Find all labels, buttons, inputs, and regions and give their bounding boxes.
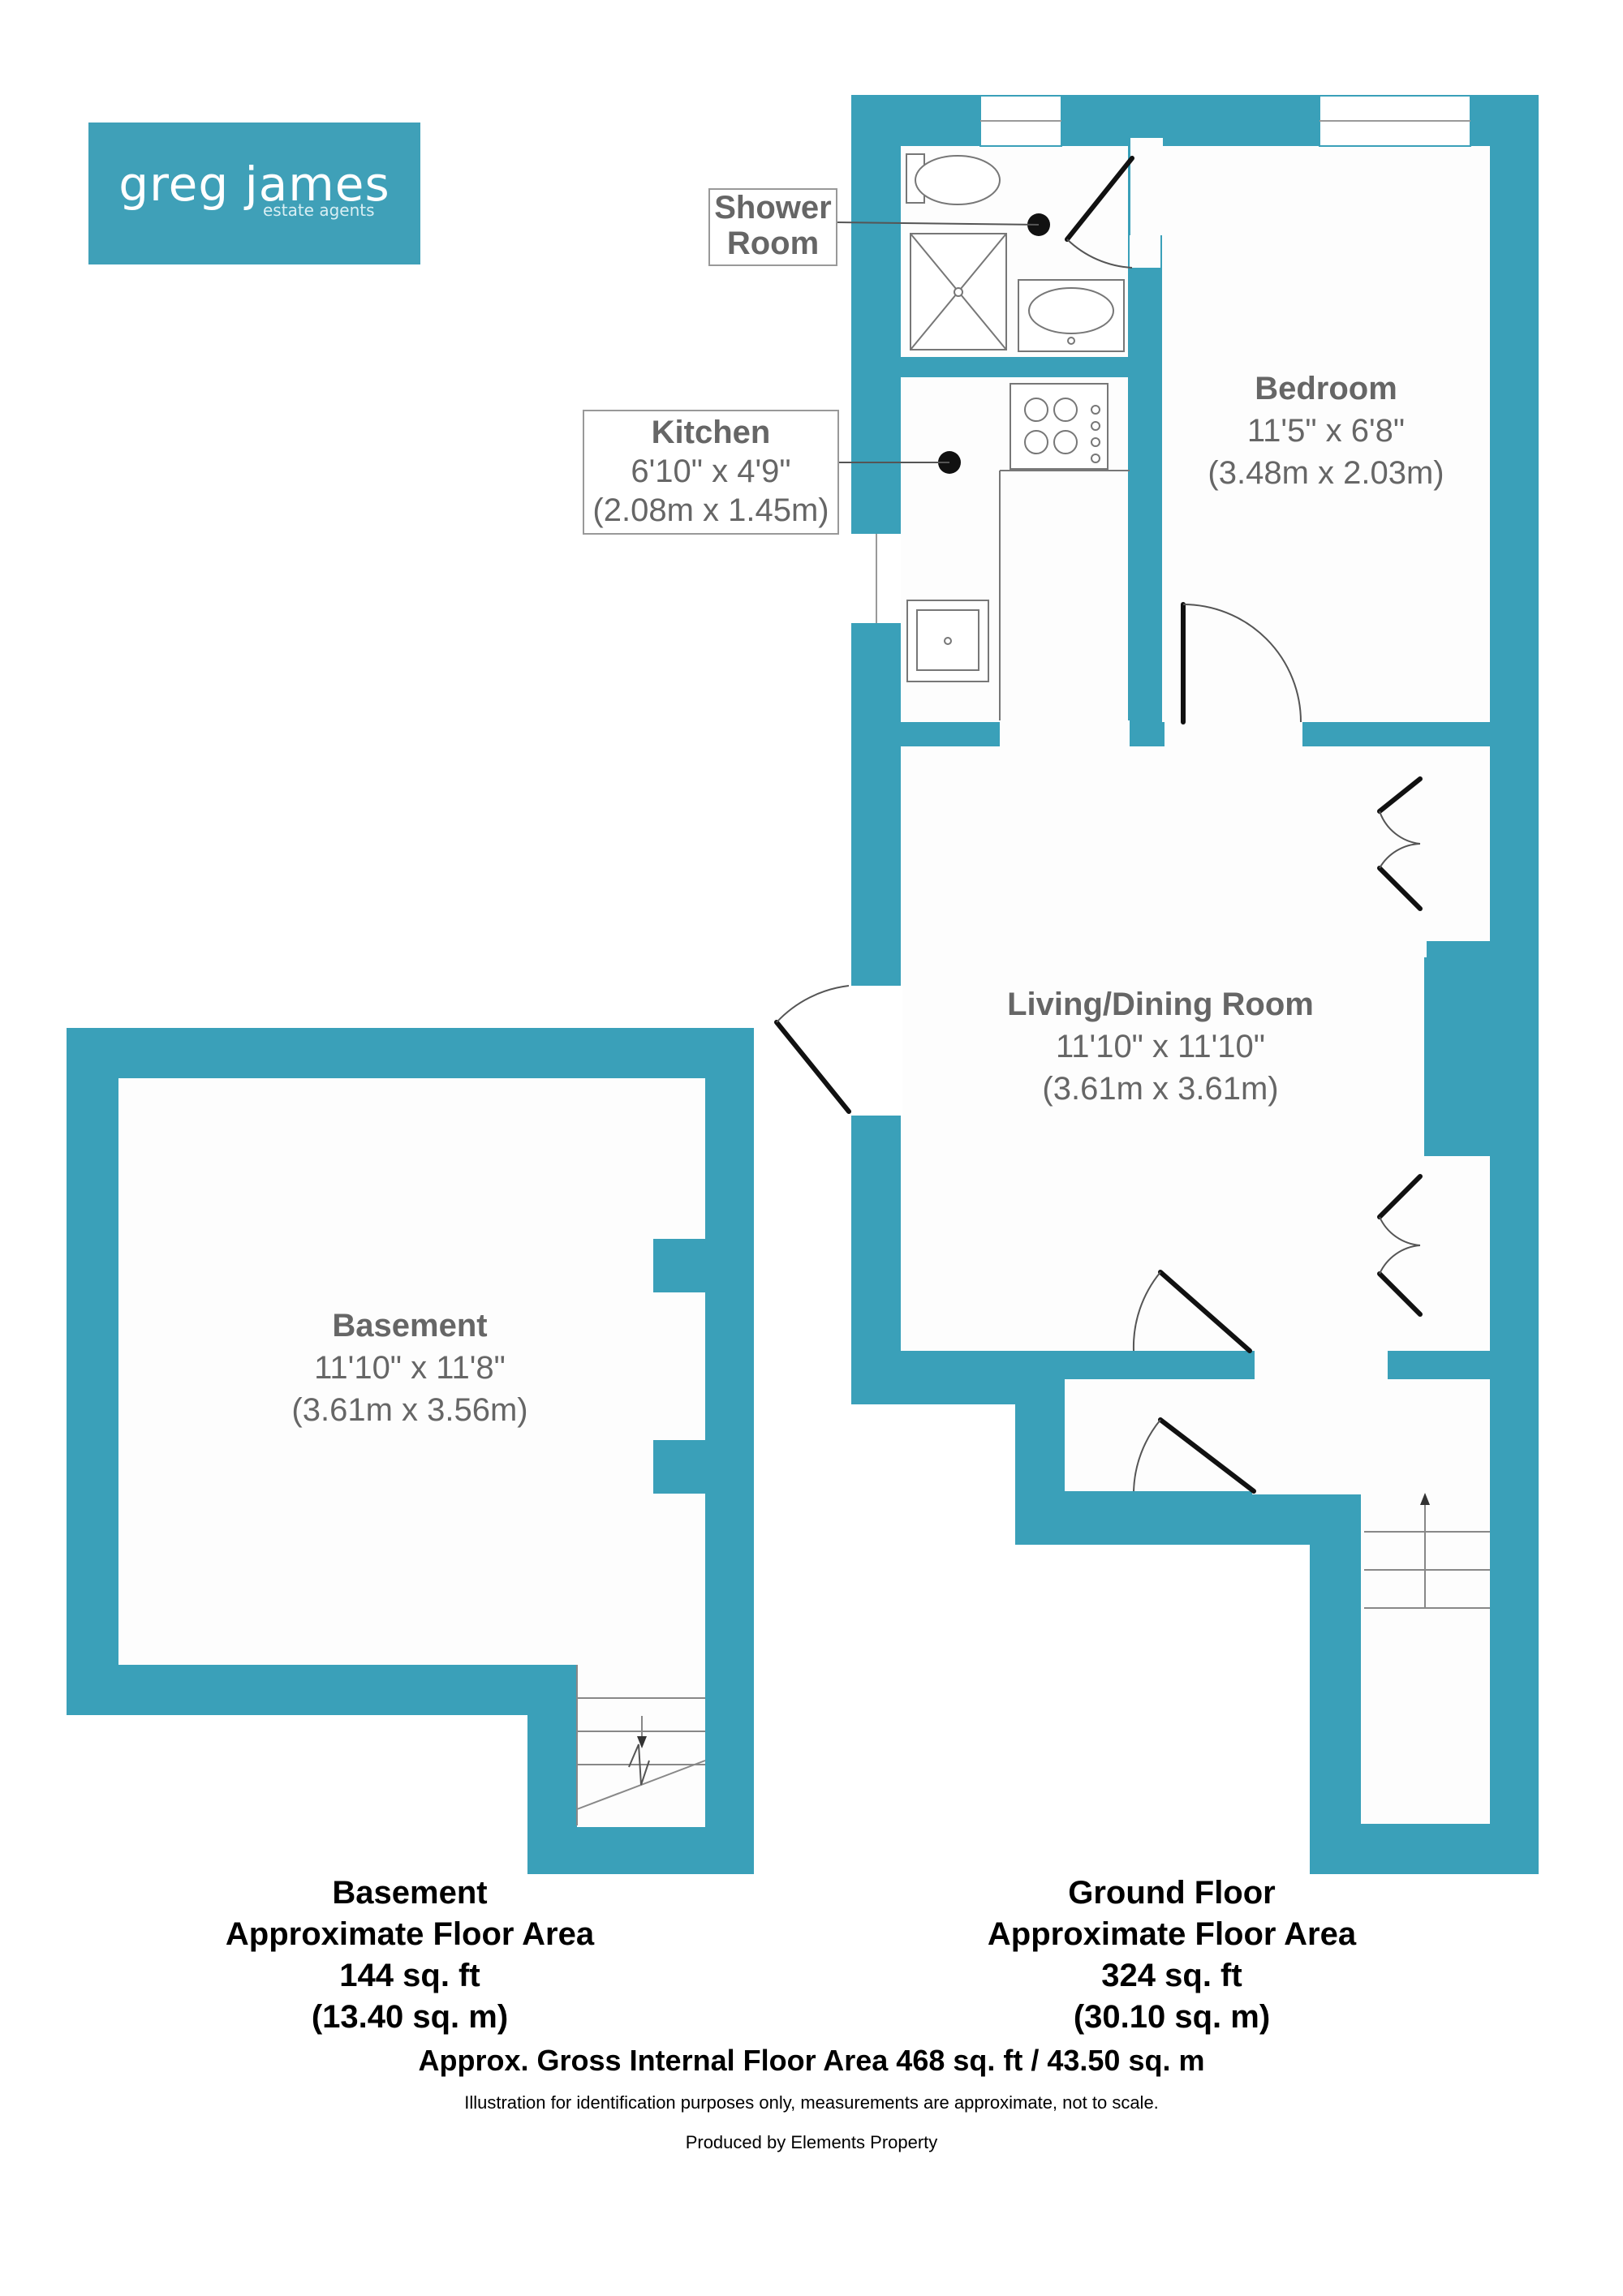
bedroom-dim-metric: (3.48m x 2.03m) <box>1208 455 1444 491</box>
kitchen-dim-metric: (2.08m x 1.45m) <box>592 492 829 528</box>
gross-area: Approx. Gross Internal Floor Area 468 sq… <box>418 2044 1205 2077</box>
ground-floor-plan <box>774 95 1539 1874</box>
bedroom-label: Bedroom 11'5" x 6'8" (3.48m x 2.03m) <box>1162 368 1490 494</box>
basement-stairs <box>576 1665 706 1825</box>
bedroom-floor <box>1162 146 1490 722</box>
living-room-name: Living/Dining Room <box>1007 987 1314 1022</box>
basement-summary-sqm: (13.40 sq. m) <box>311 1999 509 2035</box>
ground-summary-sqm: (30.10 sq. m) <box>1073 1999 1271 2035</box>
basement-summary-sqft: 144 sq. ft <box>339 1958 480 1993</box>
kitchen-name: Kitchen <box>651 415 771 450</box>
kitchen-sink-fixture <box>906 600 989 682</box>
basement-summary-floor: Basement <box>332 1875 488 1911</box>
shower-room-callout: Shower Room <box>708 188 837 266</box>
hob-fixture <box>1010 383 1109 470</box>
bedroom-name: Bedroom <box>1255 371 1397 406</box>
ground-summary-label: Approximate Floor Area <box>987 1916 1357 1952</box>
shower-room-name-line1: Shower <box>714 190 832 226</box>
logo-name: greg james <box>118 157 390 212</box>
basin-fixture <box>1018 279 1125 352</box>
agency-logo[interactable]: greg james estate agents <box>88 123 420 264</box>
ground-summary-sqft: 324 sq. ft <box>1101 1958 1242 1993</box>
ground-floor-stairs <box>1364 1497 1490 1609</box>
logo-tagline: estate agents <box>263 200 375 220</box>
living-room-dim-imperial: 11'10" x 11'10" <box>1056 1029 1265 1064</box>
living-room-label: Living/Dining Room 11'10" x 11'10" (3.61… <box>941 983 1380 1110</box>
living-room-dim-metric: (3.61m x 3.61m) <box>1042 1071 1279 1107</box>
shower-tray <box>910 233 1007 350</box>
kitchen-dim-imperial: 6'10" x 4'9" <box>631 454 791 489</box>
hallway-floor <box>1065 1379 1490 1491</box>
stairs-down-arrow-icon <box>637 1736 647 1748</box>
disclaimer: Illustration for identification purposes… <box>464 2092 1159 2113</box>
basement-summary-label: Approximate Floor Area <box>225 1916 595 1952</box>
basement-label: Basement 11'10" x 11'8" (3.61m x 3.56m) <box>203 1305 617 1431</box>
shower-room-name-line2: Room <box>726 226 820 261</box>
basement-floor <box>118 1078 705 1665</box>
ground-area-summary: Ground Floor Approximate Floor Area 324 … <box>928 1872 1415 2038</box>
basement-dim-metric: (3.61m x 3.56m) <box>291 1392 528 1428</box>
ground-summary-floor: Ground Floor <box>1068 1875 1276 1911</box>
living-room-floor <box>901 746 1424 1351</box>
stairs-up-arrow-icon <box>1420 1493 1430 1505</box>
toilet-fixture <box>906 153 1001 205</box>
bedroom-dim-imperial: 11'5" x 6'8" <box>1246 413 1406 449</box>
basement-dim-imperial: 11'10" x 11'8" <box>314 1350 506 1386</box>
kitchen-callout: Kitchen 6'10" x 4'9" (2.08m x 1.45m) <box>583 410 839 535</box>
basement-plan <box>67 1028 754 1874</box>
basement-name: Basement <box>332 1308 488 1344</box>
basement-area-summary: Basement Approximate Floor Area 144 sq. … <box>166 1872 653 2038</box>
producer-credit: Produced by Elements Property <box>685 2132 938 2152</box>
